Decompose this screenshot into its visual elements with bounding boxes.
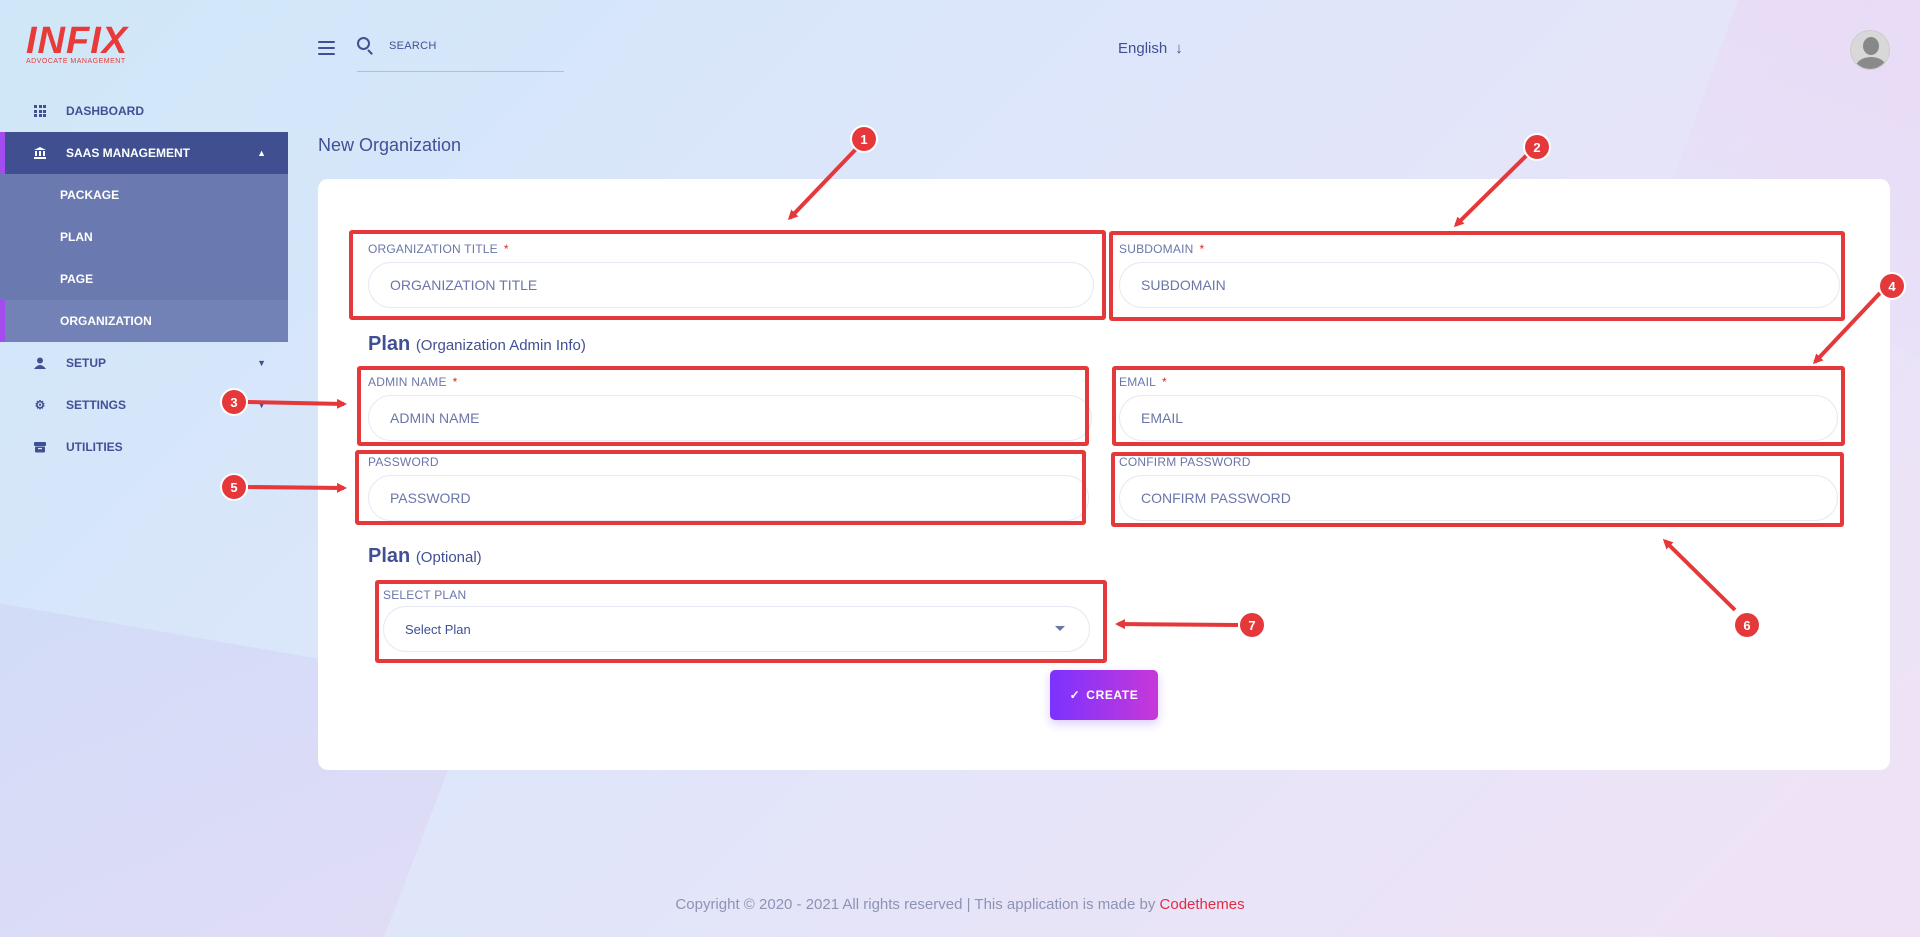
chevron-up-icon: ▲ (257, 148, 266, 158)
bank-icon (34, 147, 46, 159)
logo-subtitle: ADVOCATE MANAGEMENT (26, 58, 126, 65)
annotation-box (355, 450, 1086, 525)
page-title: New Organization (318, 135, 462, 155)
annotation-badge-2: 2 (1525, 135, 1549, 159)
search-input[interactable] (389, 40, 539, 52)
submenu-item-plan[interactable]: PLAN (0, 216, 288, 258)
submenu-item-label: ORGANIZATION (60, 314, 152, 328)
submenu-item-label: PACKAGE (60, 188, 120, 202)
submenu-item-package[interactable]: PACKAGE (0, 174, 288, 216)
password-input[interactable] (368, 475, 1089, 521)
caret-down-icon (1055, 626, 1065, 631)
annotation-badge-7: 7 (1240, 613, 1264, 637)
confirm-password-input[interactable] (1119, 475, 1838, 521)
create-button[interactable]: ✓ CREATE (1050, 670, 1158, 720)
sidebar: INFIX ADVOCATE MANAGEMENT DASHBOARD SAAS… (0, 0, 288, 937)
annotation-box (1109, 231, 1845, 321)
annotation-badge-1: 1 (852, 127, 876, 151)
avatar[interactable] (1850, 30, 1890, 70)
menu-toggle-icon[interactable] (318, 41, 335, 55)
org-title-label: ORGANIZATION TITLE (368, 242, 498, 256)
submenu-item-organization[interactable]: ORGANIZATION (0, 300, 288, 342)
subdomain-field: SUBDOMAIN * (1119, 242, 1840, 308)
sidebar-item-label: SETUP (66, 356, 107, 370)
plan-select-label: SELECT PLAN (383, 588, 467, 602)
annotation-box (1112, 366, 1845, 446)
required-marker: * (503, 242, 509, 256)
admin-name-field: ADMIN NAME * (368, 375, 1092, 441)
confirm-password-field: CONFIRM PASSWORD (1119, 455, 1838, 521)
create-button-label: CREATE (1086, 688, 1139, 702)
admin-name-label: ADMIN NAME (368, 375, 447, 389)
password-label: PASSWORD (368, 455, 439, 469)
archive-icon (34, 441, 46, 453)
admin-name-input[interactable] (368, 395, 1092, 441)
required-marker: * (452, 375, 458, 389)
annotation-box (1111, 452, 1844, 527)
section-plan-heading: Plan (Optional) (368, 545, 482, 568)
email-field: EMAIL * (1119, 375, 1838, 441)
subdomain-input[interactable] (1119, 262, 1840, 308)
section-subtitle: (Organization Admin Info) (415, 337, 586, 354)
logo-text: INFIX (26, 20, 129, 62)
submenu-item-page[interactable]: PAGE (0, 258, 288, 300)
chevron-down-icon: ▼ (257, 358, 266, 368)
language-label: English (1118, 40, 1168, 57)
grid-icon (34, 105, 46, 117)
section-title: Plan (368, 333, 411, 355)
plan-select-value: Select Plan (405, 621, 471, 637)
sidebar-item-label: SAAS MANAGEMENT (66, 146, 191, 160)
sidebar-item-saas-management[interactable]: SAAS MANAGEMENT ▲ (0, 132, 288, 174)
sidebar-item-dashboard[interactable]: DASHBOARD (0, 90, 288, 132)
sidebar-item-label: SETTINGS (66, 398, 127, 412)
footer-link[interactable]: Codethemes (1159, 896, 1245, 913)
language-selector[interactable]: English ↓ (1118, 40, 1183, 57)
plan-select[interactable]: Select Plan (383, 606, 1090, 652)
org-title-field: ORGANIZATION TITLE * (368, 242, 1094, 308)
email-input[interactable] (1119, 395, 1838, 441)
search-bar (357, 34, 564, 72)
search-icon[interactable] (357, 37, 375, 55)
gear-icon: ⚙ (34, 398, 46, 412)
required-marker: * (1162, 375, 1167, 389)
email-label: EMAIL (1119, 375, 1157, 389)
footer: Copyright © 2020 - 2021 All rights reser… (0, 896, 1920, 913)
check-icon: ✓ (1069, 688, 1081, 702)
annotation-box (349, 230, 1106, 320)
sidebar-menu: DASHBOARD SAAS MANAGEMENT ▲ PACKAGE PLAN… (0, 90, 288, 468)
annotation-badge-4: 4 (1880, 274, 1904, 298)
required-marker: * (1199, 242, 1205, 256)
section-admin-heading: Plan (Organization Admin Info) (368, 333, 586, 356)
submenu-item-label: PLAN (60, 230, 93, 244)
sidebar-item-label: DASHBOARD (66, 104, 144, 118)
org-title-input[interactable] (368, 262, 1094, 308)
sidebar-item-setup[interactable]: SETUP ▼ (0, 342, 288, 384)
password-field: PASSWORD (368, 455, 1089, 521)
section-subtitle: (Optional) (415, 549, 482, 566)
chevron-down-icon: ▼ (257, 400, 266, 410)
confirm-password-label: CONFIRM PASSWORD (1119, 455, 1251, 469)
annotation-box (375, 580, 1107, 663)
arrow-down-icon: ↓ (1175, 40, 1183, 57)
annotation-box (357, 366, 1089, 446)
saas-submenu: PACKAGE PLAN PAGE ORGANIZATION (0, 174, 288, 342)
logo[interactable]: INFIX ADVOCATE MANAGEMENT (26, 20, 129, 66)
footer-text: Copyright © 2020 - 2021 All rights reser… (675, 896, 1160, 913)
section-title: Plan (368, 545, 411, 567)
sidebar-item-utilities[interactable]: UTILITIES (0, 426, 288, 468)
annotation-badge-5: 5 (222, 475, 246, 499)
plan-select-field: SELECT PLAN Select Plan (383, 588, 1090, 652)
annotation-badge-6: 6 (1735, 613, 1759, 637)
subdomain-label: SUBDOMAIN (1119, 242, 1194, 256)
annotation-badge-3: 3 (222, 390, 246, 414)
submenu-item-label: PAGE (60, 272, 94, 286)
user-icon (34, 357, 46, 369)
sidebar-item-label: UTILITIES (66, 440, 123, 454)
